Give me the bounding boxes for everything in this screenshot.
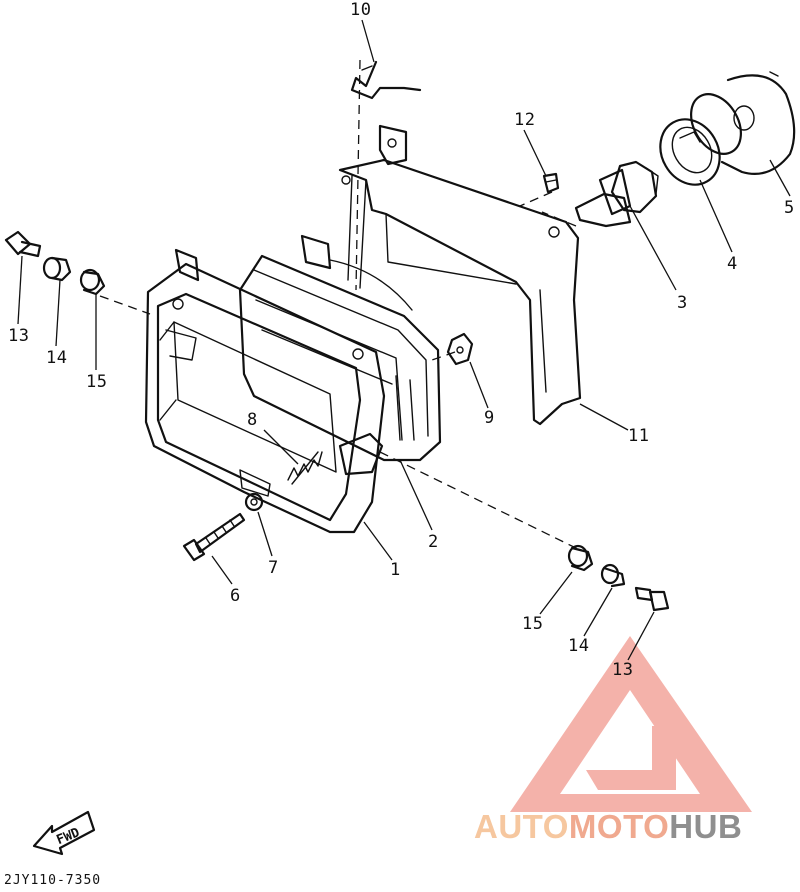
callout-9: 9 — [484, 408, 495, 428]
callout-5: 5 — [784, 198, 795, 218]
grommet-15-right — [567, 544, 594, 572]
callout-11: 11 — [628, 426, 650, 446]
callout-10: 10 — [350, 0, 372, 20]
callout-13-left: 13 — [8, 326, 30, 346]
callout-7: 7 — [268, 558, 279, 578]
headlight-rim-1 — [144, 248, 386, 534]
callout-13-right: 13 — [612, 660, 634, 680]
bolt-13-left — [4, 230, 42, 258]
nut-9 — [446, 332, 474, 366]
bulb-socket-ring-4 — [659, 118, 721, 186]
collar-14-left — [42, 256, 72, 282]
callout-1: 1 — [390, 560, 401, 580]
assembly-axis-9 — [431, 351, 456, 361]
spring-8 — [287, 451, 323, 485]
assembly-axis-10 — [355, 59, 361, 291]
watermark-text: AUTOMOTOHUB — [474, 810, 742, 843]
leader-lines — [17, 19, 791, 661]
callout-4: 4 — [727, 254, 738, 274]
callout-14-right: 14 — [568, 636, 590, 656]
bulb-3 — [574, 160, 659, 228]
assembly-axis-left — [99, 295, 151, 315]
bolt-13-right — [634, 586, 670, 612]
callout-15-right: 15 — [522, 614, 544, 634]
assembly-axis-12 — [519, 191, 553, 207]
headlight-unit-2 — [238, 234, 442, 462]
washer-7 — [244, 492, 264, 512]
callout-6: 6 — [230, 586, 241, 606]
screw-6 — [182, 512, 246, 562]
screw-12 — [542, 172, 560, 194]
callout-14-left: 14 — [46, 348, 68, 368]
collar-14-right — [600, 563, 626, 588]
callout-2: 2 — [428, 532, 439, 552]
callout-8: 8 — [247, 410, 258, 430]
watermark-auto: AUTO — [474, 808, 569, 845]
drawing-code: 2JY110-7350 — [4, 873, 102, 888]
adjuster-clip-10 — [350, 60, 422, 100]
watermark-moto: MOTO — [568, 808, 670, 845]
assembly-axis-right — [379, 451, 581, 551]
watermark-logo-triangle — [510, 636, 752, 812]
watermark-hub: HUB — [669, 808, 743, 845]
callout-12: 12 — [514, 110, 536, 130]
grommet-15-left — [79, 268, 106, 296]
callout-15-left: 15 — [86, 372, 108, 392]
rubber-cover-5 — [690, 71, 796, 175]
fwd-arrow-icon: FWD — [32, 810, 96, 856]
callout-3: 3 — [677, 293, 688, 313]
